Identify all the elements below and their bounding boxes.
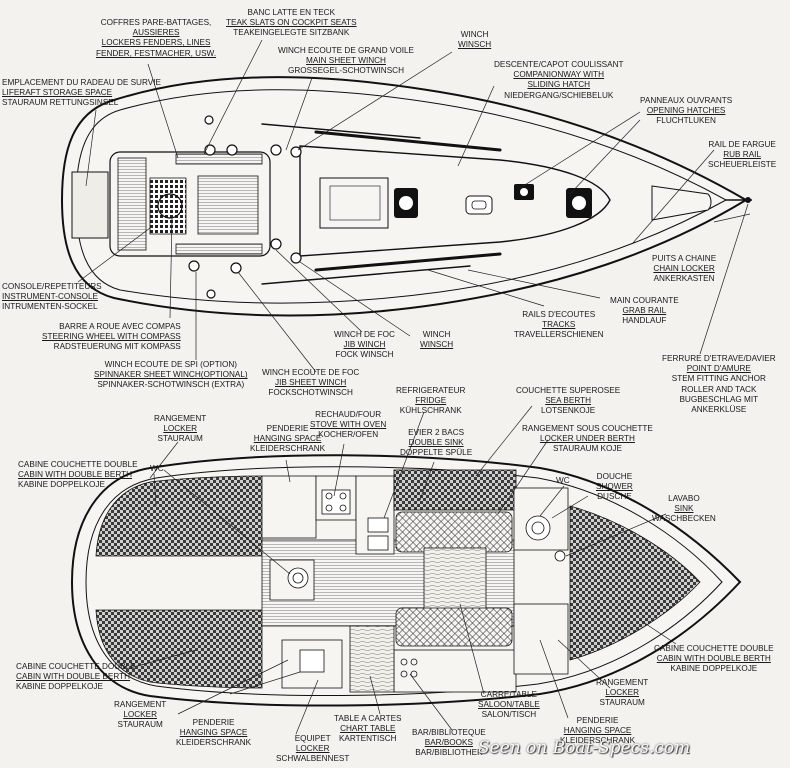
label-winch-spi: WINCH ECOUTE DE SPI (OPTION)SPINNAKER SH…: [94, 360, 248, 390]
fore-cabin: [569, 505, 701, 661]
watermark: Seen on Boat-Specs.com: [478, 738, 691, 758]
label-coffres: COFFRES PARE-BATTAGES,AUSSIERES LOCKERS …: [96, 18, 217, 58]
tracks: [261, 123, 502, 285]
label-wc-right: WC: [556, 476, 570, 485]
aft-cabin-bottom: [95, 609, 263, 689]
label-wc-left: WC: [150, 464, 164, 473]
leader-lines: [77, 39, 751, 735]
coachroof: [299, 145, 611, 257]
